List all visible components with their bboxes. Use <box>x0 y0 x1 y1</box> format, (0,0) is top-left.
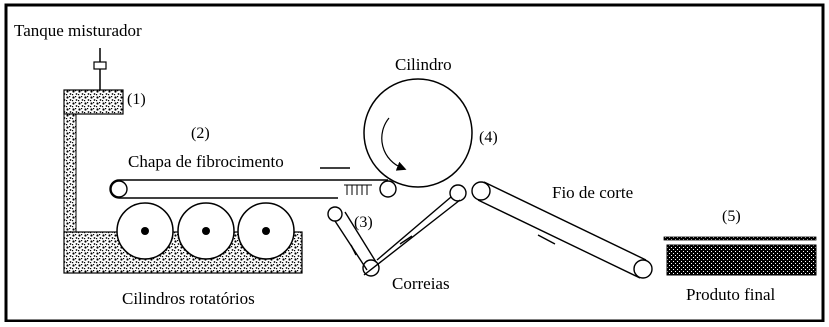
vacuum-box <box>344 184 372 195</box>
rotary-cylinder <box>177 202 235 260</box>
sheet-label: Chapa de fibrocimento <box>128 152 284 171</box>
rotary-cylinder <box>116 202 174 260</box>
step-2-label: (2) <box>191 125 210 142</box>
final-product-label: Produto final <box>686 285 776 304</box>
cylinder-label: Cilindro <box>395 55 452 74</box>
step-4-label: (4) <box>479 129 498 146</box>
forming-cylinder <box>363 78 473 188</box>
figure-frame <box>4 3 825 323</box>
rotary-cylinders-label: Cilindros rotatórios <box>122 289 255 308</box>
cutting-wire-label: Fio de corte <box>552 183 633 202</box>
step-1-label: (1) <box>127 91 146 108</box>
mixing-tank <box>63 48 124 233</box>
step-5-label: (5) <box>722 208 741 225</box>
belts-label: Correias <box>392 274 450 293</box>
tank-label: Tanque misturador <box>14 21 142 40</box>
step-3-label: (3) <box>354 214 373 231</box>
forming-belt <box>109 167 397 222</box>
rotary-cylinder <box>237 202 295 260</box>
conveyor-belts <box>334 184 467 277</box>
output-belt <box>471 181 653 279</box>
final-product-stack <box>663 236 817 276</box>
